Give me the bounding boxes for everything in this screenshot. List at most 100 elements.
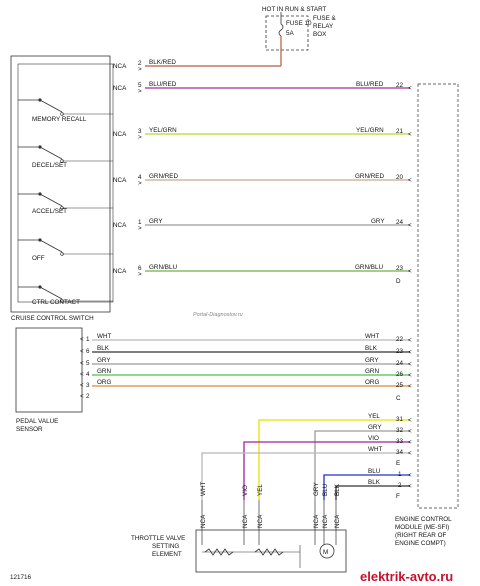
- wire-color-right: YEL/GRN: [356, 127, 384, 134]
- wire-nca: NCA: [113, 85, 127, 92]
- ecm-pin-mark: <: [408, 361, 412, 368]
- throttle-wire-line: [258, 419, 410, 500]
- ecm-pin-mark: <: [408, 439, 412, 446]
- pedal-pin-mark: <: [80, 336, 84, 343]
- switch-position-label: ACCEL/SET: [32, 208, 67, 215]
- ecm-pin: 22: [396, 82, 404, 89]
- throttle-wire-line: [243, 441, 410, 500]
- wire-pin-mark: >: [138, 180, 142, 187]
- pedal-wire-label-right: WHT: [365, 333, 379, 340]
- fuse-symbol: [278, 23, 284, 37]
- motor-wire-label: BLK: [368, 479, 381, 486]
- ecm-pin-mark: <: [408, 131, 412, 138]
- pedal-wire-label-left: GRN: [97, 368, 111, 375]
- wire-color-right: GRN/RED: [355, 173, 384, 180]
- throttle-label-2: SETTING: [152, 543, 179, 550]
- wire-color-right: BLU/RED: [356, 81, 384, 88]
- motor-icon-letter: M: [323, 549, 328, 556]
- pedal-wire-label-right: GRN: [365, 368, 379, 375]
- wire-color-left: GRY: [149, 218, 163, 225]
- contact-blade: [39, 286, 63, 300]
- switch-position-label: DECEL/SET: [32, 162, 67, 169]
- switch-position-label: MEMORY RECALL: [32, 116, 87, 123]
- throttle-nca-label: NCA: [257, 514, 264, 528]
- hot-in-run-label: HOT IN RUN & START: [262, 6, 327, 13]
- switch-position-label: OFF: [32, 255, 45, 262]
- throttle-wire-label: GRY: [368, 424, 382, 431]
- pedal-wire-label-left: BLK: [97, 345, 110, 352]
- cruise-switch-inner: [17, 63, 114, 303]
- wire-pin: 2: [138, 60, 142, 67]
- ecm-pin-mark: <: [408, 337, 412, 344]
- switch-position-label: CTRL CONTACT: [32, 299, 80, 306]
- pedal-pin: 6: [86, 348, 90, 355]
- motor-wire-line: [323, 474, 410, 500]
- wire-pin: 1: [138, 219, 142, 226]
- fuse-box-label-2: RELAY: [313, 23, 334, 30]
- throttle-wire-vert-label: VIO: [242, 485, 249, 496]
- contact-blade: [39, 99, 63, 113]
- ecm-pin: 22: [396, 336, 404, 343]
- contact-blade: [39, 193, 63, 207]
- pedal-pin: 2: [86, 393, 90, 400]
- throttle-nca-label: NCA: [334, 514, 341, 528]
- pedal-wire-label-left: GRY: [97, 357, 111, 364]
- ecm-pin: 34: [396, 449, 404, 456]
- pedal-pin: 5: [86, 360, 90, 367]
- throttle-wire-label: YEL: [368, 413, 380, 420]
- wire-nca: NCA: [113, 63, 127, 70]
- ecm-pin-mark: <: [408, 472, 412, 479]
- wire-color-right: GRN/BLU: [355, 264, 383, 271]
- throttle-label-3: ELEMENT: [152, 551, 182, 558]
- ecm-pin-mark: <: [408, 450, 412, 457]
- fuse-box-outline: [265, 15, 309, 51]
- ecm-pin: 23: [396, 348, 404, 355]
- pedal-pin: 3: [86, 382, 90, 389]
- connector-f: F: [396, 493, 400, 500]
- throttle-nca-label: NCA: [322, 514, 329, 528]
- ecm-pin-mark: <: [408, 222, 412, 229]
- diagram-code: 121716: [10, 574, 32, 581]
- pedal-sensor-box: [15, 327, 83, 413]
- cruise-switch-box: [10, 55, 111, 313]
- pedal-wire-label-right: ORG: [365, 379, 379, 386]
- throttle-nca-label: NCA: [200, 514, 207, 528]
- ecm-pin: 24: [396, 360, 404, 367]
- contact-blade: [39, 239, 63, 253]
- throttle-nca-label: NCA: [313, 514, 320, 528]
- ecm-pin: 20: [396, 174, 404, 181]
- ecm-pin: 31: [396, 416, 404, 423]
- wire-pin-mark: >: [138, 88, 142, 95]
- throttle-wire-vert-label: GRY: [313, 482, 320, 496]
- throttle-wire-line: [201, 452, 410, 500]
- ecm-pin: 33: [396, 438, 404, 445]
- wire-color-right: GRY: [371, 218, 385, 225]
- wire-pin-mark: >: [138, 271, 142, 278]
- contact-blade: [39, 146, 63, 160]
- wire-pin-mark: >: [138, 225, 142, 232]
- fuse-box-label-1: FUSE &: [313, 15, 337, 22]
- throttle-element-box: [195, 529, 347, 573]
- wire-pin-mark: >: [138, 134, 142, 141]
- throttle-nca-label: NCA: [242, 514, 249, 528]
- ecm-pin-mark: <: [408, 372, 412, 379]
- ecm-pin-mark: <: [408, 177, 412, 184]
- pedal-pin-mark: <: [80, 360, 84, 367]
- pedal-pin-mark: <: [80, 371, 84, 378]
- wire-color-left: GRN/BLU: [149, 264, 177, 271]
- watermark: Portal-Diagnostov.ru: [193, 312, 243, 318]
- wire-color-left: YEL/GRN: [149, 127, 177, 134]
- ecm-pin-mark: <: [408, 85, 412, 92]
- throttle-wire-vert-label: BLU: [322, 483, 329, 496]
- ecm-pin: 26: [396, 371, 404, 378]
- ecm-pin: 23: [396, 265, 404, 272]
- motor-wire-label: BLU: [368, 468, 381, 475]
- ecm-pin-mark: <: [408, 483, 412, 490]
- wire-pin: 3: [138, 128, 142, 135]
- wire-color-left: GRN/RED: [149, 173, 178, 180]
